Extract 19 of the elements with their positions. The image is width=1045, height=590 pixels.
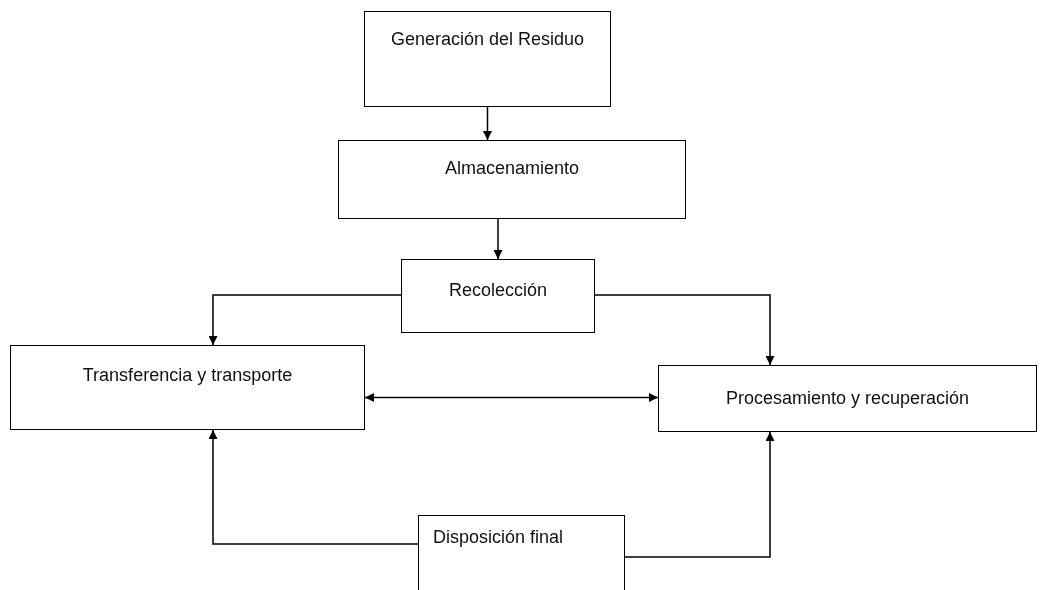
process-box [364, 11, 611, 107]
process-box [10, 345, 365, 430]
box-label: Disposición final [433, 526, 565, 549]
process-box [338, 140, 686, 219]
box-label: Generación del Residuo [390, 27, 585, 51]
arrow [594, 294, 775, 366]
process-box [418, 515, 625, 590]
arrow [208, 429, 419, 545]
arrow [208, 294, 402, 346]
process-box [401, 259, 595, 333]
box-label: Recolección [448, 278, 548, 302]
process-box [658, 365, 1037, 432]
box-label: Almacenamiento [444, 157, 580, 181]
arrow [493, 218, 503, 260]
arrow [483, 106, 492, 141]
box-label: Transferencia y transporte [82, 363, 293, 387]
box-label: Procesamiento y recuperación [725, 387, 970, 411]
arrow [624, 431, 775, 558]
arrow [364, 393, 659, 402]
